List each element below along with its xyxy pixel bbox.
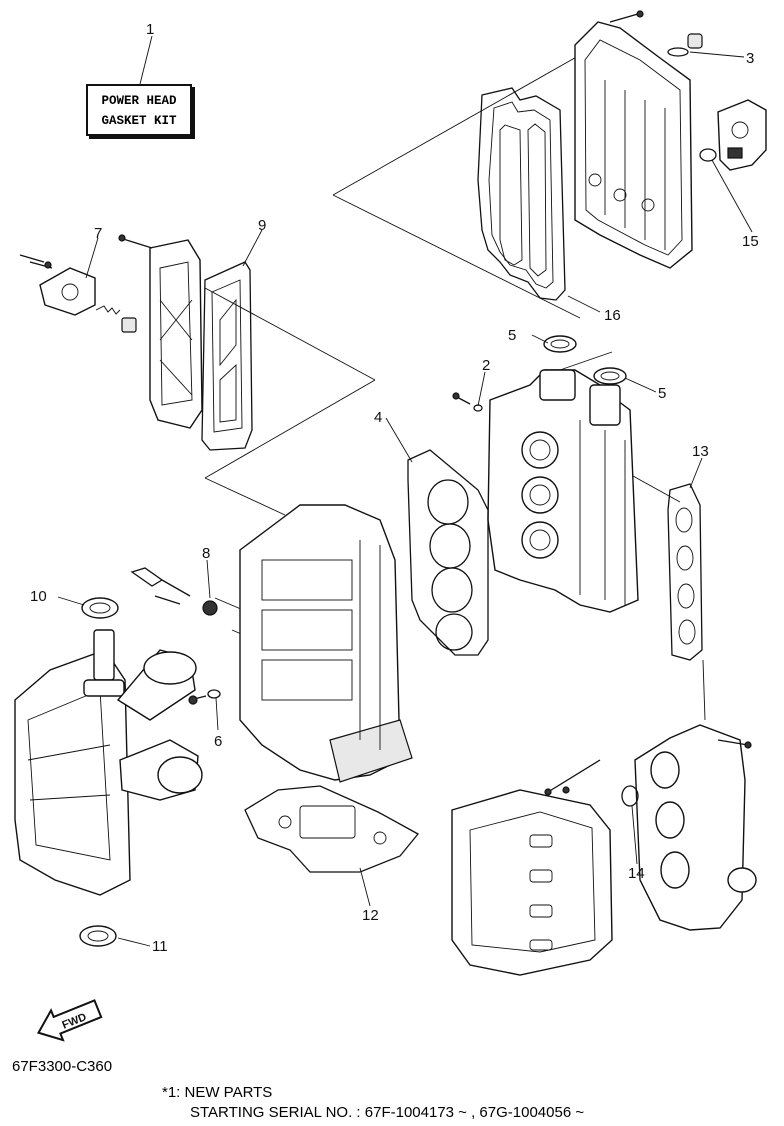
o-ring-15 [699,148,717,162]
callout-7: 7 [94,225,102,242]
valve-cover-gasket-16 [477,87,566,301]
drain-bolt-6 [188,689,221,705]
crankcase-and-crankshaft [14,629,203,896]
callout-5-right: 5 [658,385,666,402]
callout-1: 1 [146,21,154,38]
callout-13: 13 [692,443,709,460]
manifold-gasket-13 [667,483,703,661]
callout-8: 8 [202,545,210,562]
pump-component [717,99,767,171]
cylinder-head [487,369,639,613]
cylinder-block [239,504,413,783]
callout-11: 11 [152,938,168,955]
exhaust-gasket-9 [201,261,253,451]
callout-12: 12 [362,907,379,924]
oil-seal-11 [79,925,117,947]
oil-seal-10 [81,597,119,619]
exhaust-cover [118,234,203,429]
head-gasket-4 [407,449,489,656]
oil-seal-5-left [543,335,577,353]
callout-leaders [57,35,753,947]
oil-filler-cap-3 [667,33,703,57]
sensor-8 [130,567,218,616]
callout-9: 9 [258,217,266,234]
callout-5-left: 5 [508,327,516,344]
oil-seal-5-right [593,367,627,385]
bolt-and-washer-2 [452,392,483,412]
kit-box-line1: POWER HEAD [101,94,177,108]
thermostat-cover-7 [19,254,137,333]
fwd-arrow: FWD [36,999,103,1042]
callout-15: 15 [742,233,759,250]
intake-silencer [451,759,613,976]
callout-6: 6 [214,733,222,750]
kit-box-line2: GASKET KIT [101,114,177,128]
serial-number-note: STARTING SERIAL NO. : 67F-1004173 ~ , 67… [190,1104,585,1121]
callout-2: 2 [482,357,490,374]
o-ring-14 [621,785,639,807]
fwd-arrow-icon [36,999,103,1042]
head-cover-assembly [574,10,693,269]
callout-3: 3 [746,50,754,67]
new-parts-note: *1: NEW PARTS [162,1084,273,1101]
callout-4: 4 [374,409,382,426]
callout-14: 14 [628,865,645,882]
callout-10: 10 [30,588,47,605]
intake-manifold [634,724,757,931]
callout-16: 16 [604,307,621,324]
power-head-gasket-kit-box: POWER HEAD GASKET KIT [86,84,192,136]
diagram-code: 67F3300-C360 [12,1058,113,1075]
base-gasket-12 [244,785,419,873]
callout-numbers: 1 2 3 4 5 5 6 7 8 9 10 11 12 13 14 15 16 [30,21,759,955]
